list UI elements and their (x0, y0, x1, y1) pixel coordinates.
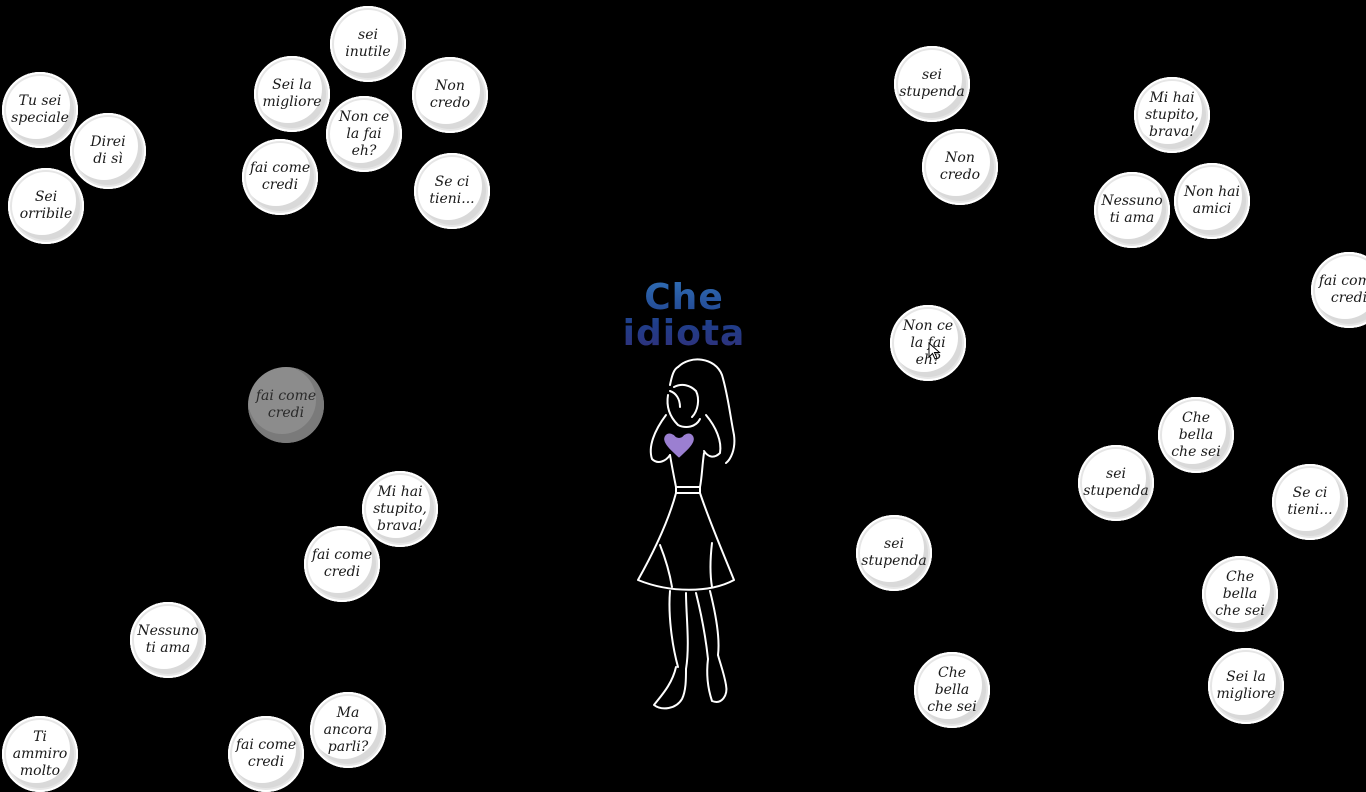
word-bubble[interactable]: Mi hai stupito, brava! (362, 471, 438, 547)
word-bubble[interactable]: Non credo (922, 129, 998, 205)
heart-icon (664, 433, 694, 458)
word-bubble[interactable]: Se ci tieni... (1272, 464, 1348, 540)
word-bubble[interactable]: Che bella che sei (1158, 397, 1234, 473)
word-bubble[interactable]: Mi hai stupito, brava! (1134, 77, 1210, 153)
word-bubble[interactable]: Nessuno ti ama (1094, 172, 1170, 248)
word-bubble[interactable]: Sei orribile (8, 168, 84, 244)
game-title: Che idiota (604, 280, 764, 352)
girl-silhouette-icon (637, 358, 736, 710)
word-bubble[interactable]: Ma ancora parli? (310, 692, 386, 768)
word-bubble-faded[interactable]: fai come credi (248, 367, 324, 443)
word-bubble[interactable]: sei stupenda (1078, 445, 1154, 521)
word-bubble[interactable]: Non ce la fai eh? (890, 305, 966, 381)
word-bubble[interactable]: Ti ammiro molto (2, 716, 78, 792)
word-bubble[interactable]: sei inutile (330, 6, 406, 82)
word-bubble[interactable]: Sei la migliore (254, 56, 330, 132)
word-bubble[interactable]: Che bella che sei (1202, 556, 1278, 632)
word-bubble[interactable]: Direi di sì (70, 113, 146, 189)
word-bubble[interactable]: Che bella che sei (914, 652, 990, 728)
word-bubble[interactable]: sei stupenda (856, 515, 932, 591)
mouse-cursor-icon (928, 342, 941, 360)
word-bubble[interactable]: Se ci tieni... (414, 153, 490, 229)
word-bubble[interactable]: Nessuno ti ama (130, 602, 206, 678)
word-bubble[interactable]: sei stupenda (894, 46, 970, 122)
word-bubble[interactable]: fai come credi (304, 526, 380, 602)
word-bubble[interactable]: fai come credi (242, 139, 318, 215)
word-bubble[interactable]: Tu sei speciale (2, 72, 78, 148)
word-bubble[interactable]: fai come credi (228, 716, 304, 792)
word-bubble[interactable]: Sei la migliore (1208, 648, 1284, 724)
word-bubble[interactable]: Non hai amici (1174, 163, 1250, 239)
word-bubble[interactable]: Non credo (412, 57, 488, 133)
word-bubble[interactable]: Non ce la fai eh? (326, 96, 402, 172)
word-bubble[interactable]: fai come credi (1311, 252, 1366, 328)
